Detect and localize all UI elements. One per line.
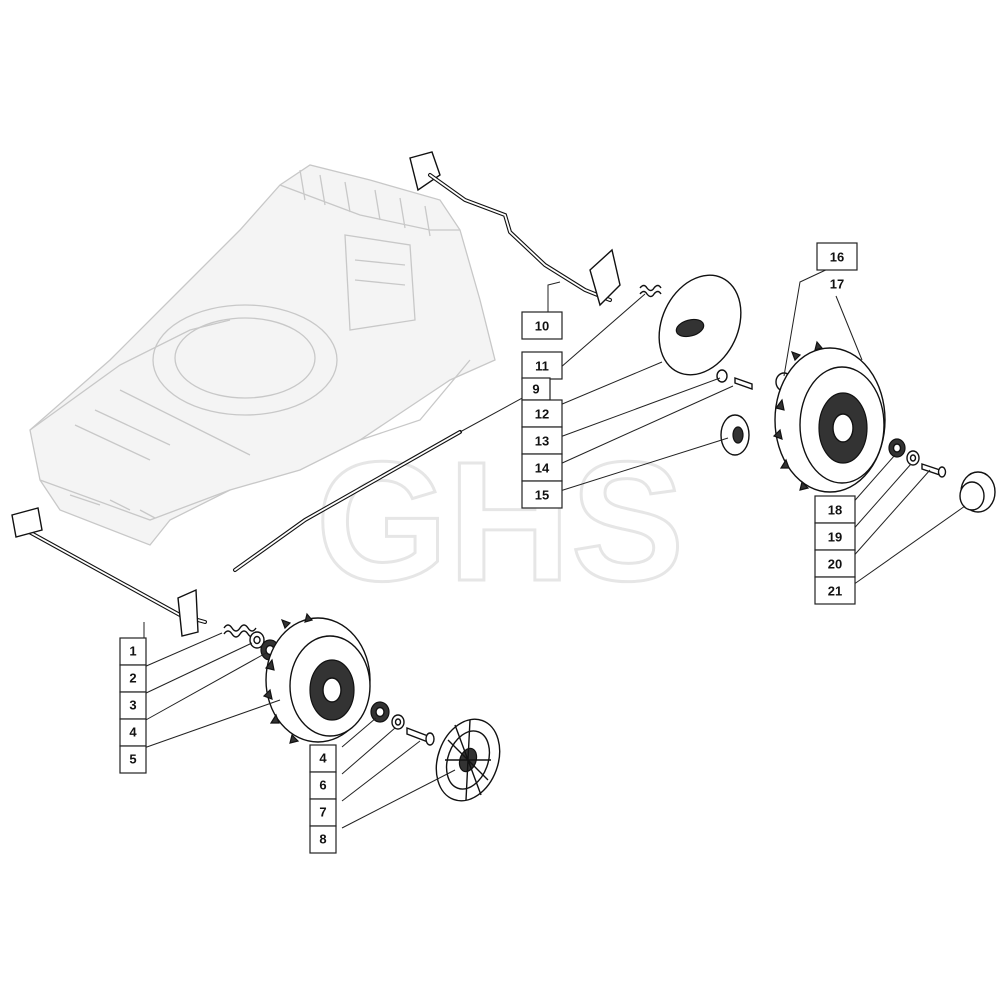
front-nut <box>370 701 390 723</box>
callout-9: 9 <box>532 382 539 397</box>
rear-adjust-lever <box>409 151 621 307</box>
callout-11: 11 <box>535 359 549 374</box>
mower-deck-outline <box>29 164 496 546</box>
front-axle <box>11 507 207 637</box>
rear-bolt <box>921 463 947 478</box>
front-washer <box>249 631 265 649</box>
callout-6: 6 <box>319 778 326 793</box>
rear-wheel <box>772 340 886 493</box>
callout-8: 8 <box>319 832 326 847</box>
callout-15: 15 <box>535 488 549 503</box>
callout-4-hub: 4 <box>319 751 327 766</box>
rear-screw <box>734 377 753 390</box>
callout-2: 2 <box>129 671 136 686</box>
callout-group-rear-hub: 18 19 20 21 <box>814 495 856 605</box>
rear-outer-washer <box>906 450 920 466</box>
front-outer-washer <box>391 714 405 730</box>
callout-group-rear-linkage: 10 11 9 12 13 14 15 <box>521 311 563 509</box>
callout-3: 3 <box>129 698 136 713</box>
watermark-logo: GHS <box>316 427 684 617</box>
callout-18: 18 <box>828 503 842 518</box>
callout-13: 13 <box>535 434 549 449</box>
callout-10: 10 <box>535 319 549 334</box>
callout-12: 12 <box>535 407 549 422</box>
callout-17: 17 <box>830 277 844 292</box>
rear-cover-disc <box>658 274 742 376</box>
rear-spring <box>639 284 662 298</box>
callout-group-front-hub: 4 6 7 8 <box>309 744 337 854</box>
callout-5: 5 <box>129 752 136 767</box>
callout-16: 16 <box>830 250 844 265</box>
callout-group-front-axle: 1 2 3 4 5 <box>119 637 147 774</box>
callout-4: 4 <box>129 725 137 740</box>
rear-small-washer <box>716 369 728 383</box>
drive-link-rod <box>233 430 462 572</box>
front-bolt <box>406 726 435 746</box>
callout-14: 14 <box>535 461 550 476</box>
callout-21: 21 <box>828 584 842 599</box>
front-hubcap <box>435 718 501 802</box>
rear-nut <box>888 438 906 458</box>
callout-20: 20 <box>828 557 842 572</box>
callout-1: 1 <box>129 644 136 659</box>
rear-hubcap <box>959 471 996 513</box>
callout-19: 19 <box>828 530 842 545</box>
front-wheel <box>262 612 371 744</box>
rear-pinion-gear <box>720 414 750 456</box>
callout-7: 7 <box>319 805 326 820</box>
callout-group-rear-wheel-top: 16 17 <box>816 242 858 292</box>
